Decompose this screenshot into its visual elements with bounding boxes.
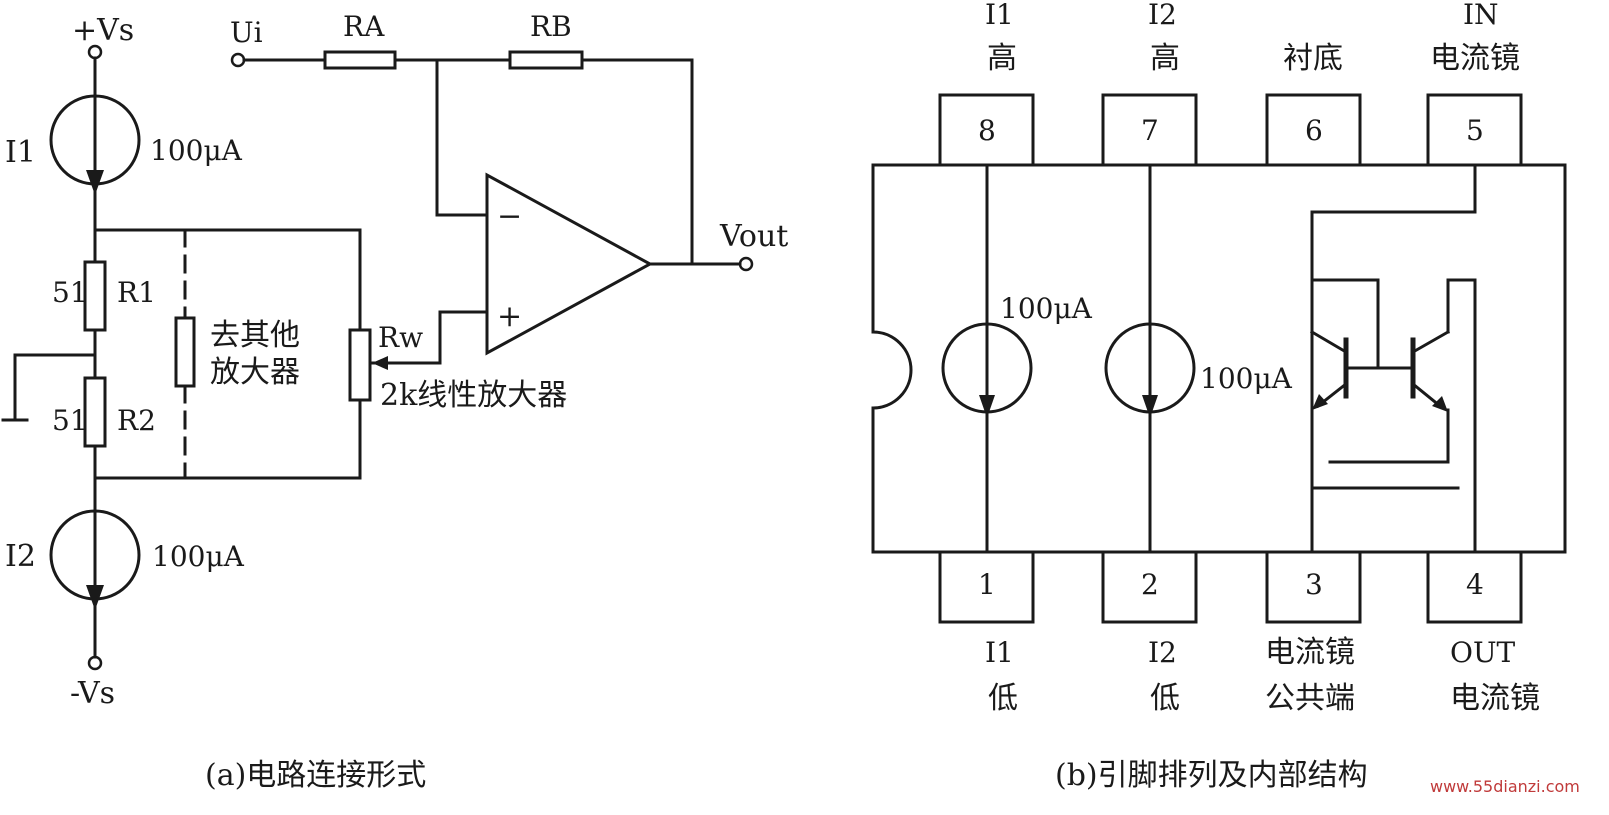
resistor-rb xyxy=(508,50,584,70)
ui-terminal xyxy=(230,52,246,68)
pin-5-num: 5 xyxy=(1466,114,1484,147)
pin-5-label2: 电流镜 xyxy=(1430,41,1520,76)
other-amp-label-1: 去其他 xyxy=(210,318,300,353)
pin-1-label1: I1 xyxy=(985,636,1014,669)
pin-6-label2: 衬底 xyxy=(1283,41,1343,76)
pin-1-label2: 低 xyxy=(988,681,1018,716)
chip-b: 8 7 6 5 1 2 3 4 I1 高 I2 高 衬底 IN 电流镜 I1 低… xyxy=(871,0,1580,796)
resistor-ra xyxy=(323,50,397,70)
pin-8-label1: I1 xyxy=(985,0,1014,31)
rw-note: 2k线性放大器 xyxy=(380,378,567,413)
watermark: www.55dianzi.com xyxy=(1430,777,1580,796)
rb-label: RB xyxy=(530,10,572,43)
pin-8-num: 8 xyxy=(978,114,996,147)
current-mirror xyxy=(1309,163,1477,554)
vs-neg-label: -Vs xyxy=(70,676,115,711)
r2-value: 51 xyxy=(52,404,88,437)
r1-value: 51 xyxy=(52,276,88,309)
i1-label: I1 xyxy=(5,135,36,170)
pin-4-label2: 电流镜 xyxy=(1450,681,1540,716)
circuit-a: +Vs I1 100μA 51 R1 51 R2 去其他 放大器 xyxy=(1,10,788,793)
caption-a: (a)电路连接形式 xyxy=(205,758,426,793)
pin-6 xyxy=(1265,93,1362,167)
potentiometer-rw xyxy=(348,328,372,402)
pin-7-label2: 高 xyxy=(1150,41,1180,76)
vs-neg-terminal xyxy=(87,655,103,671)
internal-current-source-1 xyxy=(941,322,1033,418)
vs-pos-label: +Vs xyxy=(72,13,134,48)
r2-label: R2 xyxy=(117,404,156,437)
i2-label: I2 xyxy=(5,539,36,574)
other-amp-label-2: 放大器 xyxy=(210,355,300,390)
pin-2-label2: 低 xyxy=(1150,681,1180,716)
pin-2-label1: I2 xyxy=(1148,636,1177,669)
internal-src2-value: 100μA xyxy=(1200,362,1293,395)
resistor-r1 xyxy=(83,260,107,332)
ra-label: RA xyxy=(343,10,385,43)
pin-3-label1: 电流镜 xyxy=(1265,635,1355,670)
rw-label: Rw xyxy=(378,321,423,354)
internal-current-source-2 xyxy=(1104,322,1196,418)
i2-value: 100μA xyxy=(152,540,245,573)
pin-8-label2: 高 xyxy=(987,41,1017,76)
pin-1-num: 1 xyxy=(978,568,996,601)
pin-4-num: 4 xyxy=(1466,568,1484,601)
pin-7-label1: I2 xyxy=(1148,0,1177,31)
resistor-r2 xyxy=(83,376,107,448)
chip-body xyxy=(871,163,1567,554)
current-source-i2 xyxy=(49,509,141,610)
op-amp: − + xyxy=(485,172,654,356)
i1-value: 100μA xyxy=(150,134,243,167)
pin-6-num: 6 xyxy=(1305,114,1323,147)
op-amp-minus: − xyxy=(497,199,522,234)
pin-3-label2: 公共端 xyxy=(1265,681,1355,716)
pin-4-label1: OUT xyxy=(1450,636,1516,669)
ui-label: Ui xyxy=(230,16,263,49)
pin-5-label1: IN xyxy=(1463,0,1499,31)
r1-label: R1 xyxy=(117,276,156,309)
current-source-i1 xyxy=(49,94,141,195)
pin-2-num: 2 xyxy=(1141,568,1159,601)
vout-terminal xyxy=(738,256,754,272)
pin-3-num: 3 xyxy=(1305,568,1323,601)
op-amp-plus: + xyxy=(497,299,522,334)
internal-src1-value: 100μA xyxy=(1000,292,1093,325)
caption-b: (b)引脚排列及内部结构 xyxy=(1055,758,1368,793)
resistor-other-amp xyxy=(174,316,196,388)
vout-label: Vout xyxy=(719,219,788,254)
pin-7-num: 7 xyxy=(1141,114,1159,147)
